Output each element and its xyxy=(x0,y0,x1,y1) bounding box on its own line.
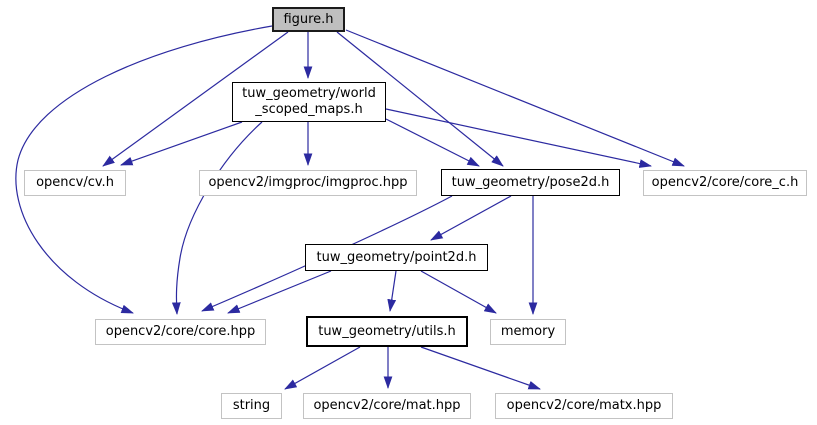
edge-point2d-to-utils xyxy=(387,270,397,312)
node-opencv2-core-mat-hpp: opencv2/core/mat.hpp xyxy=(303,393,471,419)
node-opencv2-core-core-c-h: opencv2/core/core_c.h xyxy=(643,170,807,196)
node-memory: memory xyxy=(490,319,566,345)
node-opencv2-core-matx-hpp: opencv2/core/matx.hpp xyxy=(495,393,673,419)
node-tuw-geometry-pose2d-h[interactable]: tuw_geometry/pose2d.h xyxy=(441,169,620,196)
node-figure-h: figure.h xyxy=(272,7,345,32)
edge-point2d-to-core-hpp xyxy=(227,270,332,314)
node-tuw-geometry-utils-h[interactable]: tuw_geometry/utils.h xyxy=(306,316,468,347)
edge-world-to-core-c xyxy=(385,108,652,168)
node-opencv2-core-core-hpp: opencv2/core/core.hpp xyxy=(95,319,266,345)
edge-figure-to-core-c xyxy=(345,29,685,167)
edge-world-to-cv xyxy=(120,121,243,166)
edge-utils-to-matx xyxy=(420,346,541,390)
node-opencv-cv-h: opencv/cv.h xyxy=(24,170,126,196)
edge-point2d-to-memory xyxy=(420,270,497,314)
edge-utils-to-string xyxy=(284,346,361,390)
edge-figure-to-core-hpp xyxy=(15,25,273,314)
node-opencv2-imgproc-imgproc-hpp: opencv2/imgproc/imgproc.hpp xyxy=(199,170,417,196)
edge-pose2d-to-point2d xyxy=(430,195,512,241)
edge-world-to-pose2d xyxy=(385,118,480,167)
edge-figure-to-pose2d xyxy=(336,31,504,167)
node-tuw-geometry-world-scoped-maps-h[interactable]: tuw_geometry/world _scoped_maps.h xyxy=(232,82,386,122)
node-tuw-geometry-point2d-h[interactable]: tuw_geometry/point2d.h xyxy=(305,244,488,271)
edge-world-to-core-hpp xyxy=(171,121,263,316)
edge-figure-to-cv xyxy=(102,31,289,167)
node-string: string xyxy=(221,393,282,419)
